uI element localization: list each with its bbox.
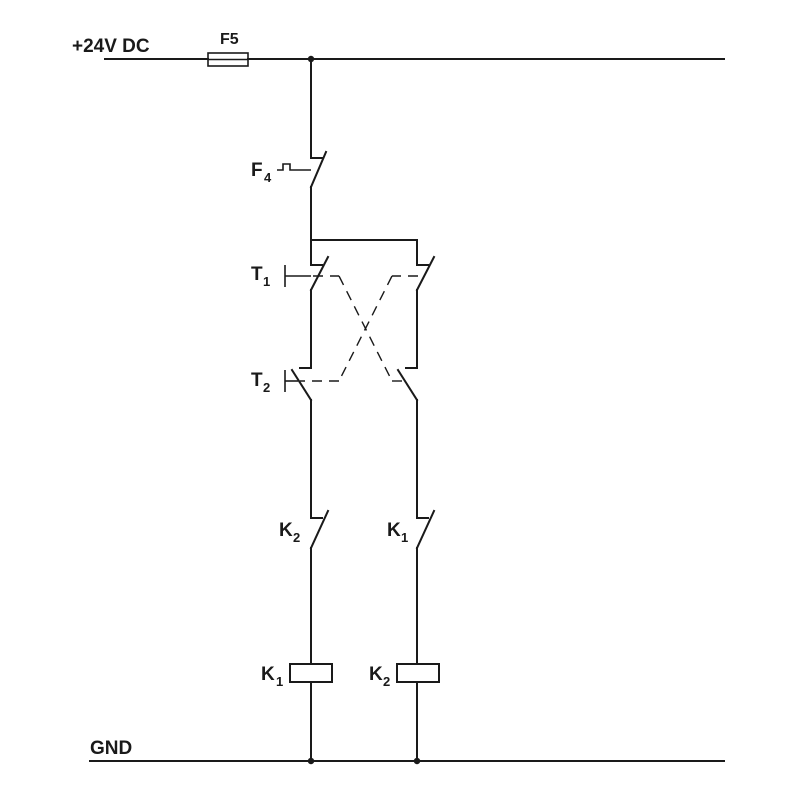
interlock-contact-k2: K 2 — [279, 509, 330, 665]
fuse-label: F5 — [220, 31, 239, 48]
k1-contact-label-subscript: 1 — [401, 530, 408, 545]
fuse-f5: F5 — [207, 31, 249, 67]
k2-coil-label-letter: K — [369, 664, 383, 685]
ground-label: GND — [90, 738, 132, 759]
mechanical-linkage — [300, 275, 418, 382]
pushbutton-t2: T 2 — [251, 367, 313, 519]
thermal-contact-f4: F 4 — [251, 150, 328, 189]
pushbutton-t1: T 1 — [251, 239, 330, 369]
supply-rail: +24V DC — [72, 36, 725, 60]
t2-label-subscript: 2 — [263, 380, 270, 395]
coil-k1: K 1 — [261, 663, 333, 762]
ground-junction-dot-right — [413, 757, 421, 765]
t1-label-subscript: 1 — [263, 274, 270, 289]
k2-contact-label-letter: K — [279, 520, 293, 541]
f4-label-subscript: 4 — [264, 170, 272, 185]
interlock-contact-k1: K 1 — [387, 509, 436, 665]
k2-coil-label-subscript: 2 — [383, 674, 390, 689]
t2-label-letter: T — [251, 370, 263, 391]
k2-contact-label-subscript: 2 — [293, 530, 300, 545]
ground-rail: GND — [89, 738, 725, 765]
coil-k2: K 2 — [369, 663, 440, 762]
k1-coil-label-subscript: 1 — [276, 674, 283, 689]
k1-contact-label-letter: K — [387, 520, 401, 541]
pushbutton-t1-right-pole — [415, 239, 436, 369]
pushbutton-t2-right-pole — [396, 367, 419, 519]
k1-coil-label-letter: K — [261, 664, 275, 685]
f4-label-letter: F — [251, 160, 263, 181]
t1-label-letter: T — [251, 264, 263, 285]
supply-label: +24V DC — [72, 36, 150, 57]
ground-junction-dot-left — [307, 757, 315, 765]
